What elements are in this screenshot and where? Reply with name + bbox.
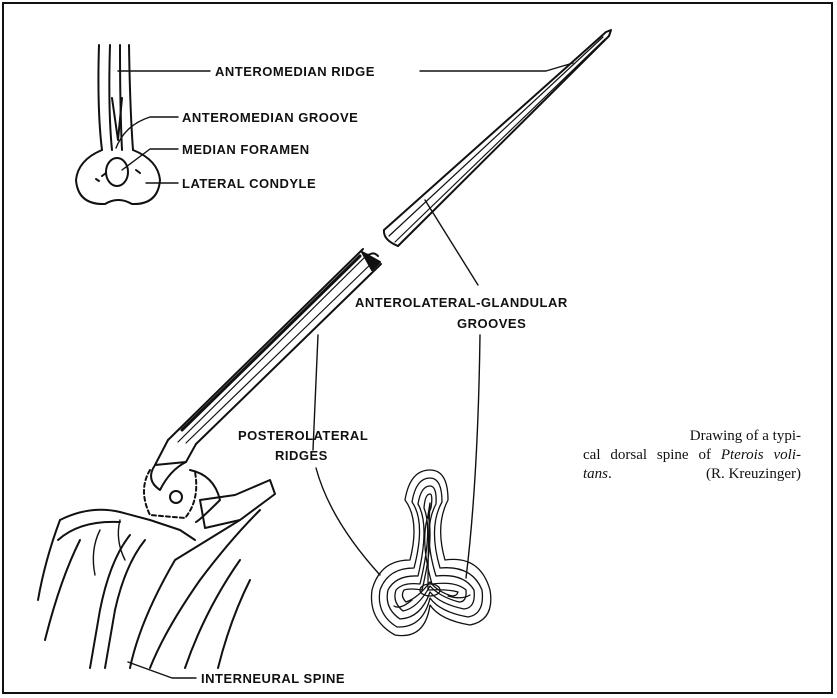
label-anterolateral-glandular: ANTEROLATERAL-GLANDULAR xyxy=(355,295,568,310)
caption-species-name-part2: tans xyxy=(583,466,608,482)
label-grooves: GROOVES xyxy=(457,316,526,331)
spine-base-inset xyxy=(76,45,160,204)
label-ridges: RIDGES xyxy=(275,448,328,463)
label-median-foramen: MEDIAN FORAMEN xyxy=(182,142,310,157)
label-posterolateral: POSTEROLATERAL xyxy=(238,428,368,443)
figure-caption: Drawing of a typi- cal dorsal spine of P… xyxy=(583,427,801,484)
spine-upper-segment xyxy=(384,30,611,246)
spine-base-joint xyxy=(144,470,275,528)
label-interneural-spine: INTERNEURAL SPINE xyxy=(201,671,345,686)
spine-lower-segment xyxy=(151,249,381,490)
label-anteromedian-ridge: ANTEROMEDIAN RIDGE xyxy=(215,64,375,79)
caption-line-1: Drawing of a typi- xyxy=(583,427,801,446)
label-lateral-condyle: LATERAL CONDYLE xyxy=(182,176,316,191)
caption-credit: (R. Kreuzinger) xyxy=(706,465,801,484)
spine-cross-section xyxy=(371,470,490,636)
caption-species-name-part1: Pterois voli- xyxy=(721,447,801,463)
caption-period: . xyxy=(608,466,612,482)
caption-line-3: tans. (R. Kreuzinger) xyxy=(583,465,801,484)
label-anteromedian-groove: ANTEROMEDIAN GROOVE xyxy=(182,110,358,125)
caption-line-2: cal dorsal spine of Pterois voli- xyxy=(583,446,801,465)
caption-line-2-text: cal dorsal spine of xyxy=(583,447,721,463)
interneural-spine xyxy=(38,510,260,668)
